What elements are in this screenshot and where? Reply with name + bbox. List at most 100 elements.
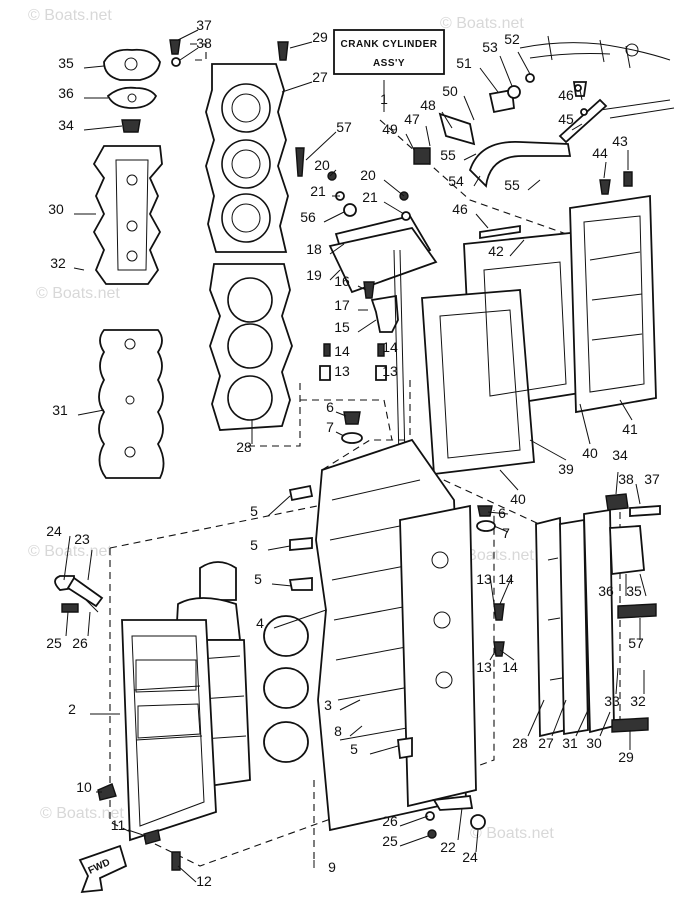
callout-9: 9 bbox=[328, 859, 336, 875]
callout-20: 20 bbox=[360, 167, 376, 183]
callout-8: 8 bbox=[334, 723, 342, 739]
callout-15: 15 bbox=[334, 319, 350, 335]
callout-5: 5 bbox=[254, 571, 262, 587]
callout-4: 4 bbox=[256, 615, 264, 631]
cylinder-head bbox=[205, 63, 293, 431]
callout-16: 16 bbox=[334, 273, 350, 289]
leader-lines bbox=[63, 29, 647, 883]
callout-35: 35 bbox=[626, 583, 642, 599]
callout-37: 37 bbox=[644, 471, 660, 487]
callout-55: 55 bbox=[504, 177, 520, 193]
callout-34: 34 bbox=[58, 117, 74, 133]
callout-57: 57 bbox=[628, 635, 644, 651]
callout-20: 20 bbox=[314, 157, 330, 173]
watermark-text: © Boats.net bbox=[40, 805, 124, 822]
callout-3: 3 bbox=[324, 697, 332, 713]
callout-7: 7 bbox=[502, 525, 510, 541]
callout-30: 30 bbox=[48, 201, 64, 217]
watermark-text: © Boats.net bbox=[28, 543, 112, 560]
callout-27: 27 bbox=[538, 735, 554, 751]
exhaust-cover bbox=[92, 48, 165, 479]
callout-25: 25 bbox=[46, 635, 62, 651]
callout-31: 31 bbox=[52, 402, 68, 418]
callout-17: 17 bbox=[334, 297, 350, 313]
callout-37: 37 bbox=[196, 17, 212, 33]
callout-21: 21 bbox=[362, 189, 378, 205]
callout-52: 52 bbox=[504, 31, 520, 47]
lower-right-covers bbox=[535, 493, 661, 738]
callout-28: 28 bbox=[236, 439, 252, 455]
callout-51: 51 bbox=[456, 55, 472, 71]
callout-38: 38 bbox=[618, 471, 634, 487]
callout-13: 13 bbox=[334, 363, 350, 379]
callout-34: 34 bbox=[612, 447, 628, 463]
watermark-text: © Boats.net bbox=[28, 7, 112, 24]
watermark-text: © Boats.net bbox=[470, 825, 554, 842]
callout-39: 39 bbox=[558, 461, 574, 477]
callout-32: 32 bbox=[50, 255, 66, 271]
callout-40: 40 bbox=[510, 491, 526, 507]
title-line-1: CRANK CYLINDER bbox=[341, 39, 438, 50]
callout-1: 1 bbox=[380, 91, 388, 107]
callout-50: 50 bbox=[442, 83, 458, 99]
crankcase bbox=[315, 438, 477, 832]
callout-46: 46 bbox=[558, 87, 574, 103]
callout-5: 5 bbox=[350, 741, 358, 757]
callout-14: 14 bbox=[382, 339, 398, 355]
callout-48: 48 bbox=[420, 97, 436, 113]
callout-24: 24 bbox=[462, 849, 478, 865]
fwd-arrow: FWD bbox=[78, 844, 128, 894]
callout-41: 41 bbox=[622, 421, 638, 437]
callout-32: 32 bbox=[630, 693, 646, 709]
callout-55: 55 bbox=[440, 147, 456, 163]
callout-53: 53 bbox=[482, 39, 498, 55]
callout-5: 5 bbox=[250, 503, 258, 519]
callout-13: 13 bbox=[476, 659, 492, 675]
callout-29: 29 bbox=[618, 749, 634, 765]
callout-13: 13 bbox=[382, 363, 398, 379]
callout-13: 13 bbox=[476, 571, 492, 587]
callout-44: 44 bbox=[592, 145, 608, 161]
watermark-text: © Boats.net bbox=[440, 15, 524, 32]
water-hose bbox=[413, 73, 608, 240]
callout-30: 30 bbox=[586, 735, 602, 751]
callout-14: 14 bbox=[334, 343, 350, 359]
callout-49: 49 bbox=[382, 121, 398, 137]
cover-plates-right bbox=[421, 194, 657, 476]
callout-29: 29 bbox=[312, 29, 328, 45]
callout-57: 57 bbox=[336, 119, 352, 135]
callout-24: 24 bbox=[46, 523, 62, 539]
title-line-2: ASS'Y bbox=[373, 58, 405, 69]
callout-35: 35 bbox=[58, 55, 74, 71]
callout-27: 27 bbox=[312, 69, 328, 85]
callout-45: 45 bbox=[558, 111, 574, 127]
callout-31: 31 bbox=[562, 735, 578, 751]
callout-40: 40 bbox=[582, 445, 598, 461]
callout-10: 10 bbox=[76, 779, 92, 795]
callout-36: 36 bbox=[598, 583, 614, 599]
callout-36: 36 bbox=[58, 85, 74, 101]
callout-2: 2 bbox=[68, 701, 76, 717]
lower-casing bbox=[121, 619, 217, 842]
callout-14: 14 bbox=[498, 571, 514, 587]
fasteners bbox=[54, 39, 633, 871]
hose-lines bbox=[519, 35, 675, 119]
callout-18: 18 bbox=[306, 241, 322, 257]
cover-plate bbox=[328, 214, 438, 501]
callout-22: 22 bbox=[440, 839, 456, 855]
callout-14: 14 bbox=[502, 659, 518, 675]
callout-42: 42 bbox=[488, 243, 504, 259]
callout-43: 43 bbox=[612, 133, 628, 149]
callout-28: 28 bbox=[512, 735, 528, 751]
callout-56: 56 bbox=[300, 209, 316, 225]
callout-12: 12 bbox=[196, 873, 212, 889]
callout-38: 38 bbox=[196, 35, 212, 51]
callout-47: 47 bbox=[404, 111, 420, 127]
callout-23: 23 bbox=[74, 531, 90, 547]
callout-19: 19 bbox=[306, 267, 322, 283]
callout-6: 6 bbox=[498, 505, 506, 521]
callout-26: 26 bbox=[382, 813, 398, 829]
callout-6: 6 bbox=[326, 399, 334, 415]
